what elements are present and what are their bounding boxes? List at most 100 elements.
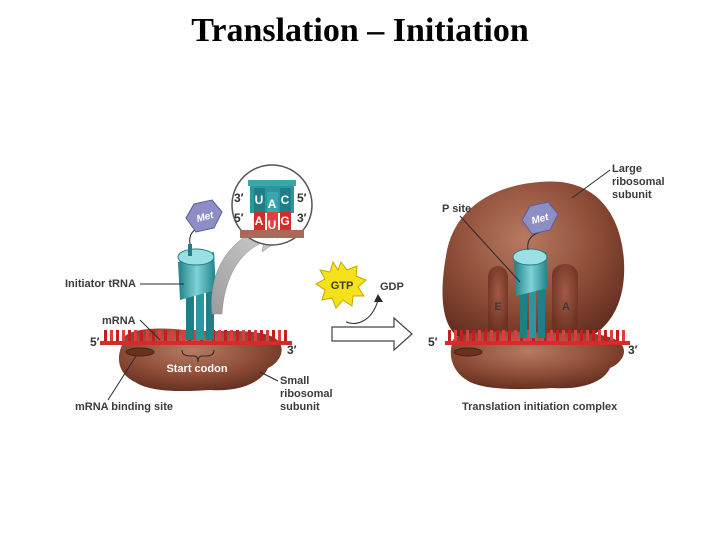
- inset-top-right-prime: 5′: [297, 191, 307, 205]
- three-prime-left: 3′: [287, 343, 297, 357]
- mrna-left-nucleotide: [104, 330, 107, 341]
- mrna-left-nucleotide: [146, 330, 149, 341]
- mrna-left-nucleotide: [134, 330, 137, 341]
- mrna-right-nucleotide: [448, 330, 451, 341]
- mrna-binding-site-label: mRNA binding site: [75, 401, 173, 413]
- mrna-left-nucleotide: [194, 330, 197, 341]
- mrna-left-nucleotide: [224, 330, 227, 341]
- mrna-left-nucleotide: [170, 330, 173, 341]
- met-label-right: Met: [530, 212, 550, 227]
- mrna-right-nucleotide: [472, 330, 475, 341]
- large-subunit-label-line2: ribosomal: [612, 176, 665, 188]
- mrna-right-nucleotide: [460, 330, 463, 341]
- met-amino-acid: Met: [185, 199, 223, 233]
- large-subunit-label-line3: subunit: [612, 189, 652, 201]
- gtp-starburst: [315, 260, 367, 309]
- mrna-left-nucleotide: [110, 330, 113, 341]
- mrna-right-nucleotide: [550, 330, 553, 341]
- p-site-label: P site: [442, 203, 471, 215]
- a-site-label: A: [562, 301, 570, 313]
- mrna-right-nucleotide: [484, 330, 487, 341]
- initiator-trna-label: Initiator tRNA: [65, 278, 136, 290]
- mrna-right-nucleotide: [562, 330, 565, 341]
- mrna-right-nucleotide: [466, 330, 469, 341]
- small-subunit-label-line1: Small: [280, 375, 309, 387]
- mrna-left-nucleotide: [278, 330, 281, 341]
- mrna-right-nucleotide: [490, 330, 493, 341]
- right-panel: E A Met 5′ 3′ P site Large ribosomal sub…: [428, 163, 665, 413]
- small-ribosomal-subunit-right: [450, 331, 625, 390]
- mrna-right-nucleotide: [568, 330, 571, 341]
- mrna-left-nucleotide: [164, 330, 167, 341]
- small-subunit-label-line3: subunit: [280, 401, 320, 413]
- translation-initiation-complex-label: Translation initiation complex: [462, 401, 618, 413]
- left-panel: Met Start codon 5′ 3′ Initiator tRNA mRN…: [65, 199, 333, 413]
- mrna-binding-site: [125, 347, 155, 357]
- gdp-release-arrow: [345, 299, 379, 324]
- reaction-arrow: [331, 316, 413, 352]
- mrna-left-nucleotide: [254, 330, 257, 341]
- start-codon-brace: [181, 349, 215, 363]
- codon-base-3: G: [280, 214, 289, 228]
- mrna-left-nucleotide: [242, 330, 245, 341]
- mrna-right-nucleotide: [622, 330, 625, 341]
- mrna-right-nucleotide: [556, 330, 559, 341]
- mrna-left-nucleotide: [218, 330, 221, 341]
- mrna-right-nucleotide: [514, 330, 517, 341]
- mrna-right-nucleotide: [502, 330, 505, 341]
- mrna-left-nucleotide: [284, 330, 287, 341]
- mrna-right-nucleotide: [586, 330, 589, 341]
- gtp-label: GTP: [331, 280, 354, 292]
- mrna-right-nucleotide: [604, 330, 607, 341]
- mrna-right-nucleotide: [574, 330, 577, 341]
- codon-anticodon-inset: U A C A U G 3′ 5′ 5′ 3′: [231, 164, 313, 246]
- large-subunit-label-line1: Large: [612, 163, 642, 175]
- gdp-label: GDP: [380, 281, 404, 293]
- five-prime-right: 5′: [428, 335, 438, 349]
- mrna-right-nucleotide: [592, 330, 595, 341]
- e-site: [488, 266, 508, 334]
- mrna-left-nucleotide: [122, 330, 125, 341]
- mrna-left-nucleotide: [248, 330, 251, 341]
- energy-step: GTP GDP: [315, 260, 413, 352]
- initiator-trna-p-site: [512, 231, 548, 338]
- start-codon-label: Start codon: [166, 363, 227, 375]
- small-subunit-label-line2: ribosomal: [280, 388, 333, 400]
- mrna-right-nucleotide: [526, 330, 529, 341]
- three-prime-right: 3′: [628, 343, 638, 357]
- mrna-left-nucleotide: [260, 330, 263, 341]
- mrna-left-nucleotide: [272, 330, 275, 341]
- anticodon-base-2: A: [268, 197, 277, 211]
- inset-bottom-right-prime: 3′: [297, 211, 307, 225]
- mrna-left-nucleotide: [158, 330, 161, 341]
- inset-top-left-prime: 3′: [234, 191, 244, 205]
- mrna-left-nucleotide: [230, 330, 233, 341]
- mrna-left-nucleotide: [182, 330, 185, 341]
- mrna-label: mRNA: [102, 315, 136, 327]
- codon-base-2: U: [268, 218, 277, 232]
- codon-base-1: A: [255, 214, 264, 228]
- mrna-right-nucleotide: [616, 330, 619, 341]
- mrna-right-nucleotide: [496, 330, 499, 341]
- mrna-right-nucleotide: [478, 330, 481, 341]
- anticodon-base-1: U: [255, 193, 264, 207]
- e-site-label: E: [494, 301, 501, 313]
- page-title: Translation – Initiation: [191, 12, 529, 49]
- mrna-left-nucleotide: [266, 330, 269, 341]
- mrna-right-nucleotide: [610, 330, 613, 341]
- mrna-right-nucleotide: [508, 330, 511, 341]
- mrna-left-nucleotide: [152, 330, 155, 341]
- mrna-left-nucleotide: [176, 330, 179, 341]
- mrna-left-nucleotide: [140, 330, 143, 341]
- mrna-left-nucleotide: [128, 330, 131, 341]
- mrna-right-nucleotide: [598, 330, 601, 341]
- mrna-right-nucleotide: [580, 330, 583, 341]
- mrna-right-nucleotide: [544, 330, 547, 341]
- inset-bottom-left-prime: 5′: [234, 211, 244, 225]
- met-label: Met: [195, 210, 215, 225]
- mrna-right-nucleotide: [454, 330, 457, 341]
- initiator-trna: [177, 225, 216, 340]
- mrna-left-nucleotide: [116, 330, 119, 341]
- five-prime-left: 5′: [90, 335, 100, 349]
